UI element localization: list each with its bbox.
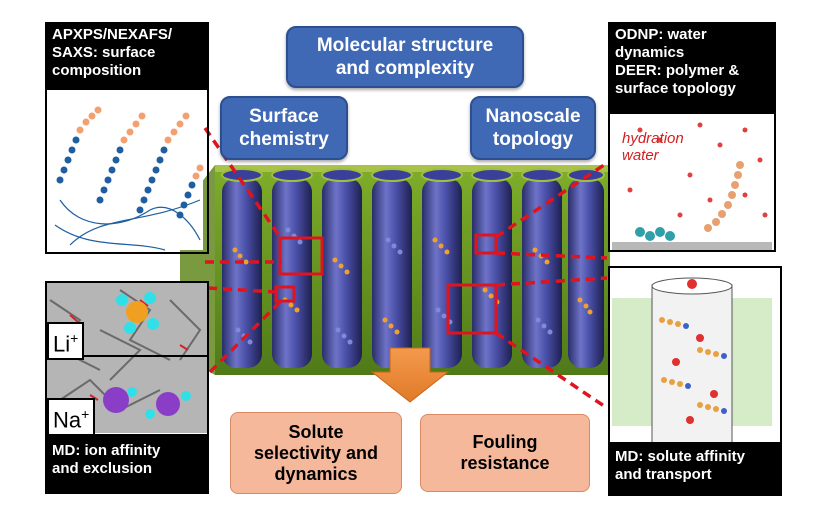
nanotube-columns	[222, 178, 604, 368]
water-dynamics-panel: ODNP: water dynamics DEER: polymer & sur…	[608, 22, 774, 114]
fouling-resistance-label: Fouling resistance	[420, 414, 590, 492]
solute-transport-inset	[612, 277, 772, 444]
sodium-ion-label: Na+	[47, 398, 96, 437]
solute-selectivity-label: Solute selectivity and dynamics	[230, 412, 402, 494]
hydration-water-label: hydration water	[622, 130, 684, 164]
surface-composition-panel: APXPS/NEXAFS/ SAXS: surface composition	[45, 22, 209, 90]
solute-affinity-panel: MD: solute affinity and transport	[608, 442, 782, 494]
surface-chemistry-label: Surface chemistry	[220, 96, 348, 160]
ion-affinity-panel: MD: ion affinity and exclusion	[45, 434, 209, 494]
molecular-structure-label: Molecular structure and complexity	[286, 26, 524, 88]
lithium-ion-label: Li+	[47, 322, 85, 361]
down-arrow-icon	[370, 347, 450, 403]
zoom-highlight-boxes	[274, 233, 498, 335]
hydration-water-inset	[612, 113, 772, 250]
nanoscale-topology-label: Nanoscale topology	[470, 96, 596, 160]
zoom-connector-lines	[203, 127, 608, 410]
polymer-brush-inset	[47, 90, 204, 251]
membrane-block	[180, 165, 610, 375]
